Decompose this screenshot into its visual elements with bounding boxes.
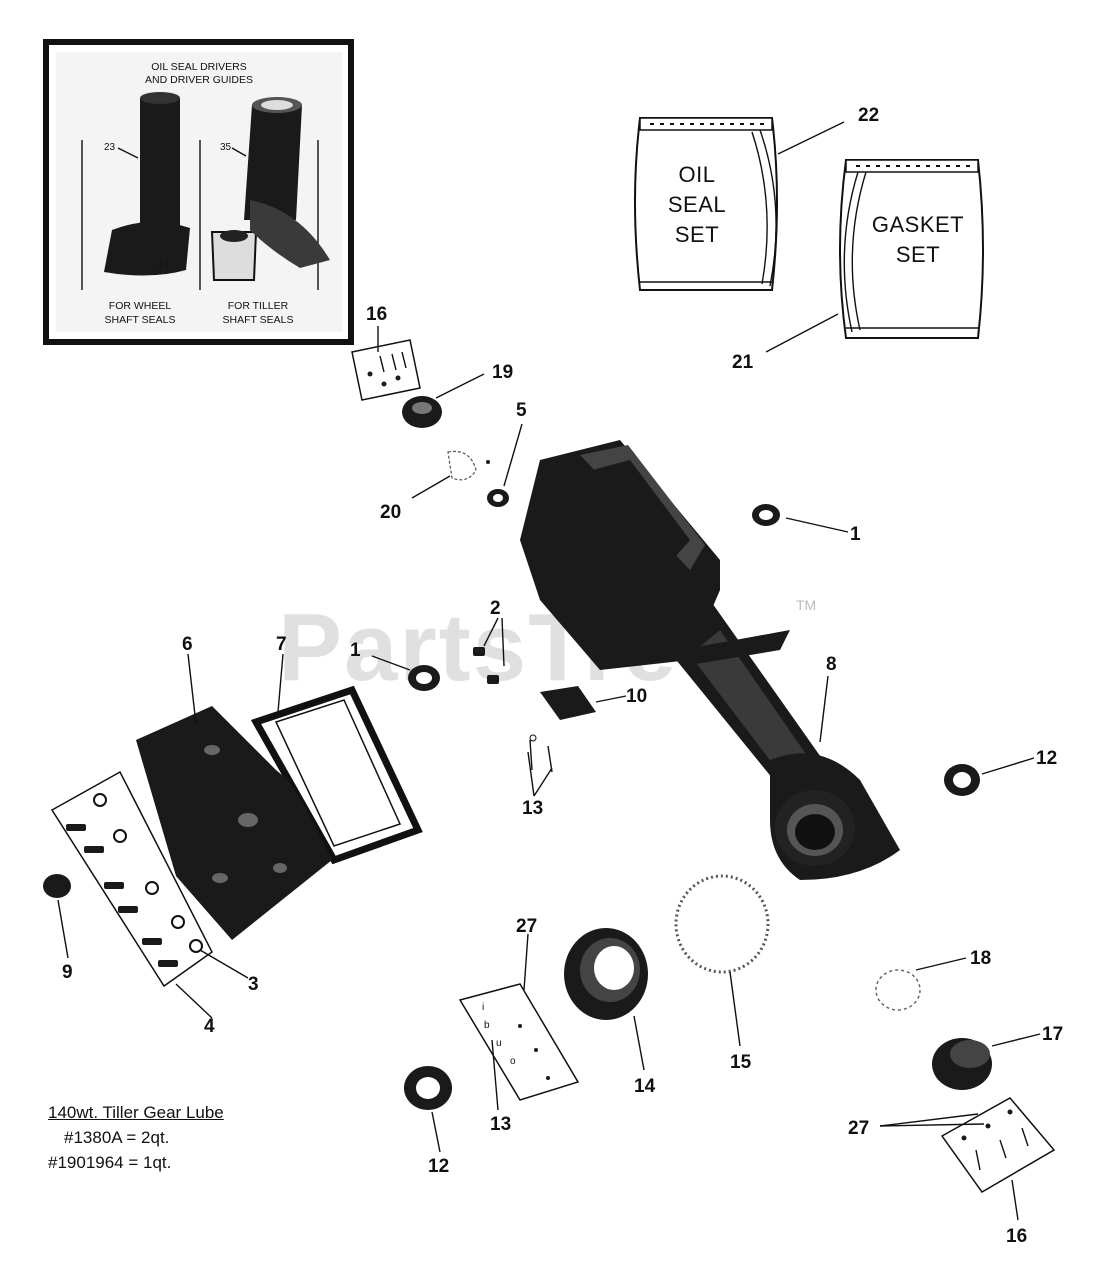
- part-18-icon: [875, 969, 921, 1011]
- watermark-tm: TM: [796, 597, 816, 613]
- gear-19-icon: [402, 396, 442, 428]
- callout-15: 15: [730, 1052, 752, 1073]
- lube-note-title: 140wt. Tiller Gear Lube: [48, 1103, 224, 1122]
- lube-note-line-1: #1380A = 2qt.: [64, 1128, 170, 1147]
- seal-1-right-icon: [752, 504, 780, 526]
- cover-plate-6-icon: [136, 706, 332, 940]
- bracket-10-icon: [540, 686, 596, 720]
- oil-seal-drivers-inset: OIL SEAL DRIVERS AND DRIVER GUIDES 23 24…: [43, 39, 354, 345]
- inset-title-line-1: OIL SEAL DRIVERS: [151, 61, 247, 73]
- seal-driver-35-icon: [210, 97, 330, 281]
- pins-2-icon: [473, 647, 499, 684]
- callout-27-middle: 27: [516, 916, 537, 937]
- leader-lines: [57, 121, 1041, 1221]
- gear-case-8-icon: [520, 440, 900, 880]
- seal-driver-23-icon: [104, 92, 190, 276]
- callout-27-bottom: 27: [848, 1118, 869, 1139]
- fitting-9-icon: [43, 874, 71, 898]
- inset-num-35: 35: [220, 142, 232, 153]
- callout-20: 20: [380, 502, 401, 523]
- oil-seal-set-bag-icon: OIL SEAL SET: [634, 117, 778, 291]
- callout-9: 9: [62, 962, 73, 983]
- hardware-card-4-icon: [50, 770, 213, 988]
- seal-12-bottom-icon: [404, 1066, 452, 1110]
- hardware-card-16-bottom-icon: [940, 1097, 1056, 1193]
- callout-3: 3: [248, 974, 259, 995]
- callout-numbers: 22 21 16 19 5 20 1 1 2 10 13 6 7 8 12 9 …: [62, 105, 1063, 1247]
- svg-text:o: o: [510, 1056, 516, 1067]
- callout-4: 4: [204, 1016, 215, 1037]
- oil-seal-set-line-2: SEAL: [668, 192, 726, 217]
- seal-5-icon: [487, 489, 509, 507]
- callout-6: 6: [182, 634, 193, 655]
- callout-16-bottom: 16: [1006, 1226, 1027, 1247]
- bearing-14-icon: [564, 928, 648, 1020]
- lube-note-line-2: #1901964 = 1qt.: [48, 1153, 172, 1172]
- part-20-icon: [447, 450, 490, 481]
- callout-22: 22: [858, 105, 879, 126]
- svg-text:u: u: [496, 1038, 502, 1049]
- inset-right-caption-2: SHAFT SEALS: [223, 314, 294, 326]
- inset-num-24: 24: [158, 260, 170, 271]
- gear-15-icon: [674, 874, 770, 974]
- hardware-card-27-icon: i b u o: [458, 983, 580, 1101]
- callout-21: 21: [732, 352, 754, 373]
- gasket-set-bag-icon: GASKET SET: [839, 159, 984, 339]
- callout-12-right: 12: [1036, 748, 1057, 769]
- callout-12-bottom: 12: [428, 1156, 449, 1177]
- callout-1-left: 1: [350, 640, 361, 661]
- callout-7: 7: [276, 634, 287, 655]
- svg-text:i: i: [482, 1002, 484, 1013]
- callout-14: 14: [634, 1076, 656, 1097]
- callout-16-top: 16: [366, 304, 387, 325]
- callout-19: 19: [492, 362, 513, 383]
- bolts-13-middle-icon: [529, 734, 553, 773]
- callout-8: 8: [826, 654, 837, 675]
- svg-text:b: b: [484, 1020, 490, 1031]
- callout-13-middle: 13: [522, 798, 543, 819]
- seal-12-right-icon: [944, 764, 980, 796]
- inset-right-caption-1: FOR TILLER: [228, 300, 289, 312]
- inset-title-line-2: AND DRIVER GUIDES: [145, 74, 253, 86]
- callout-13-bottom: 13: [490, 1114, 511, 1135]
- callout-1-right: 1: [850, 524, 861, 545]
- callout-17: 17: [1042, 1024, 1063, 1045]
- inset-num-23: 23: [104, 142, 116, 153]
- inset-left-caption-2: SHAFT SEALS: [105, 314, 176, 326]
- hardware-card-16-top-icon: [351, 339, 421, 401]
- callout-2: 2: [490, 598, 501, 619]
- callout-10: 10: [626, 686, 647, 707]
- gasket-set-line-2: SET: [896, 242, 940, 267]
- inset-left-caption-1: FOR WHEEL: [109, 300, 172, 312]
- oil-seal-set-line-3: SET: [675, 222, 719, 247]
- callout-18: 18: [970, 948, 991, 969]
- cap-17-icon: [932, 1038, 992, 1090]
- oil-seal-set-line-1: OIL: [679, 162, 716, 187]
- seal-1-left-icon: [408, 665, 440, 691]
- callout-5: 5: [516, 400, 527, 421]
- gasket-set-line-1: GASKET: [872, 212, 964, 237]
